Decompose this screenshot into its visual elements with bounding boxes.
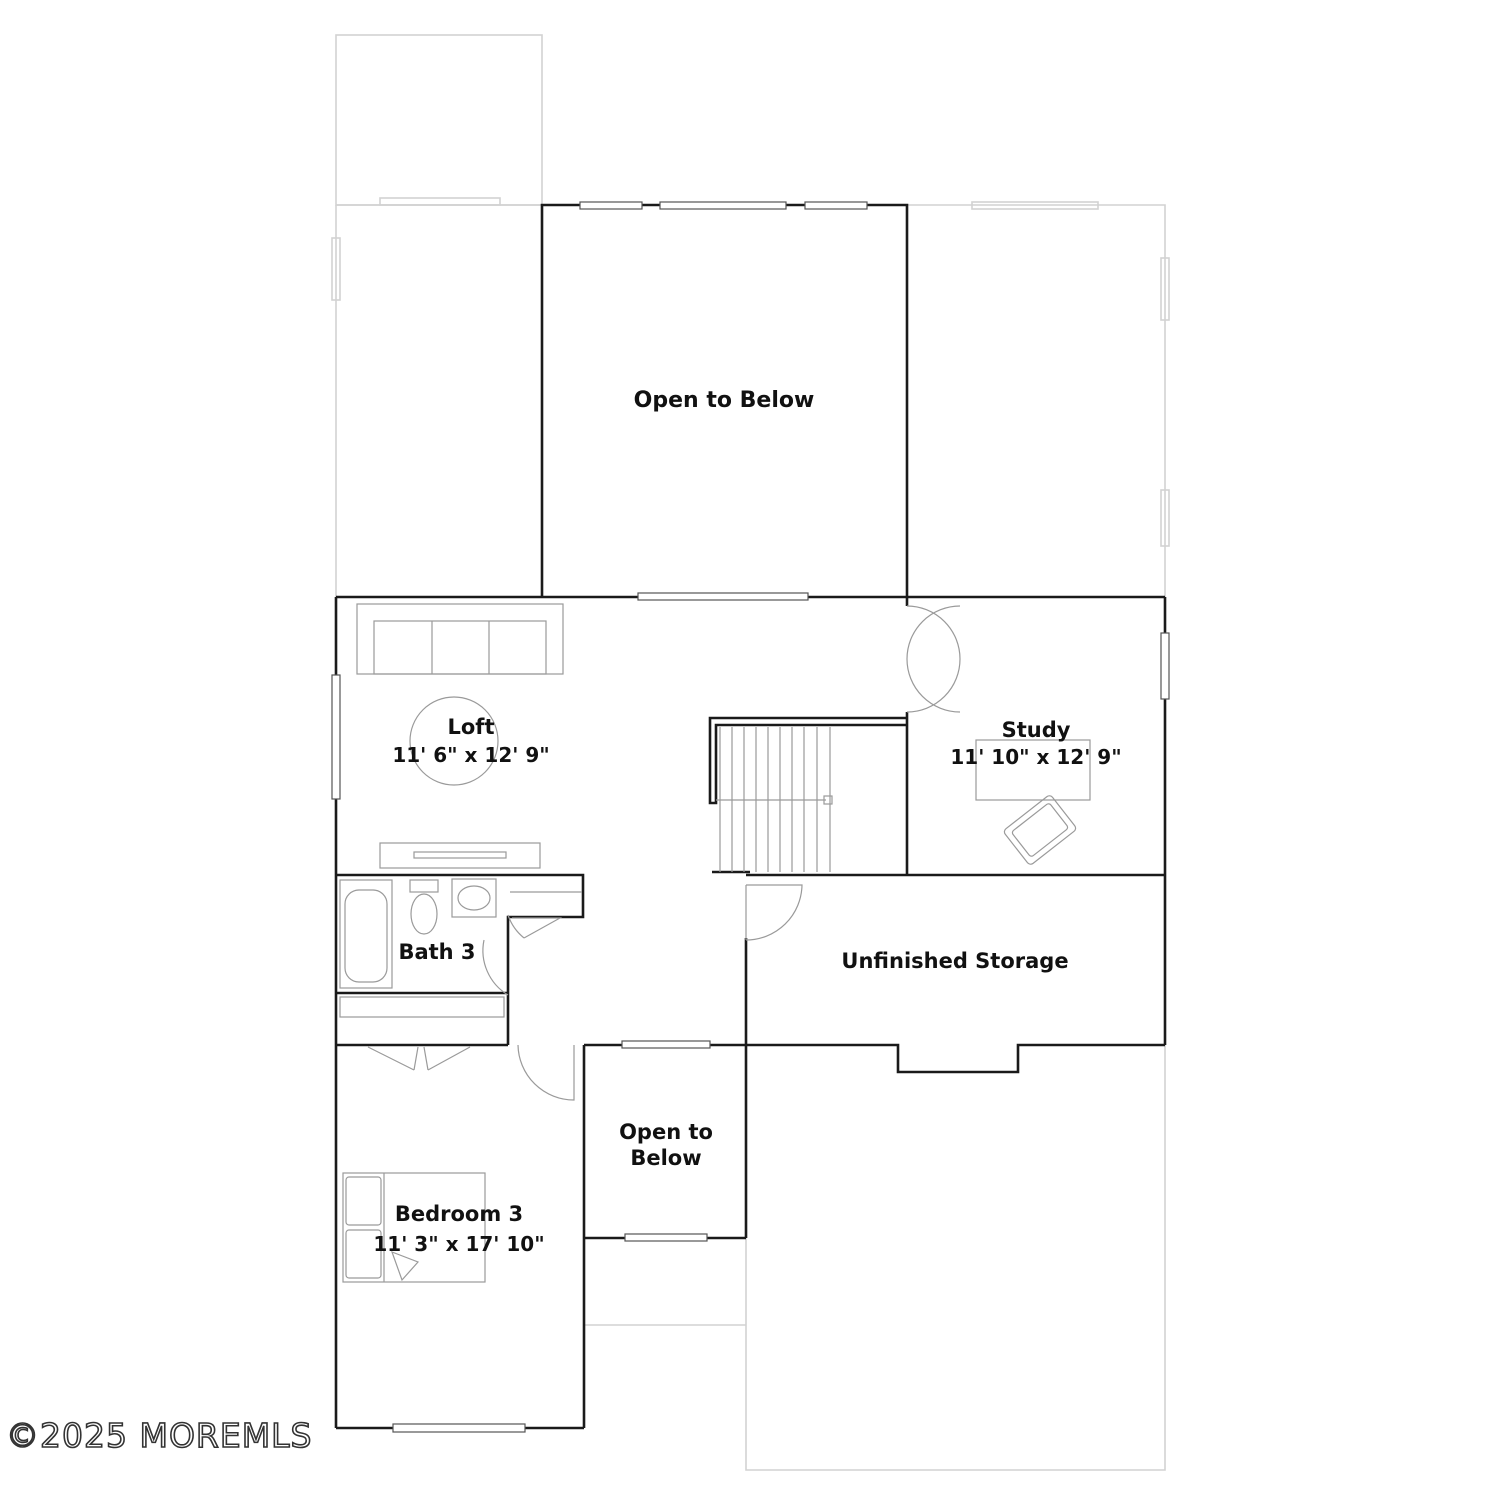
- study-desk: [975, 739, 1091, 801]
- open-to-below-top-label: Open to Below: [634, 388, 815, 413]
- window-bedroom-bottom: [392, 1423, 526, 1433]
- bath3-label: Bath 3: [398, 940, 475, 964]
- loft-tv-console: [379, 842, 541, 869]
- study-chair: [1003, 795, 1077, 865]
- window-right-study: [1160, 632, 1170, 700]
- open-to-below-small-line2: Below: [630, 1146, 701, 1170]
- exterior-walls: [331, 592, 1170, 1433]
- window-top-1: [579, 201, 643, 210]
- open-to-below-top-room: Open to Below: [540, 201, 909, 597]
- loft-room: Loft 11' 6" x 12' 9": [356, 603, 564, 869]
- storage-door: [745, 884, 803, 941]
- bath3-toilet: [409, 879, 439, 935]
- open-to-below-small-room: Open to Below: [619, 1120, 713, 1170]
- bath3-room: Bath 3: [336, 873, 585, 1047]
- railing-window: [637, 592, 809, 601]
- study-room: Study 11' 10" x 12' 9": [746, 597, 1165, 877]
- loft-coffee-table: [409, 696, 499, 786]
- loft-sofa: [356, 603, 564, 675]
- bedroom3-label: Bedroom 3: [395, 1202, 523, 1226]
- unfinished-storage-label: Unfinished Storage: [841, 949, 1068, 973]
- window-top-2: [659, 201, 787, 210]
- study-label: Study: [1002, 718, 1071, 742]
- staircase: [708, 716, 907, 874]
- bedroom3-room: Bedroom 3 11' 3" x 17' 10": [342, 1172, 545, 1283]
- study-dimensions: 11' 10" x 12' 9": [950, 745, 1121, 769]
- loft-dimensions: 11' 6" x 12' 9": [392, 743, 549, 767]
- bedroom3-doors: [367, 1044, 575, 1101]
- bath3-tub: [339, 879, 393, 989]
- window-left-loft: [331, 674, 341, 800]
- bath3-sink: [451, 878, 497, 918]
- copyright-watermark: ©2025 MOREMLS: [6, 1416, 313, 1455]
- bedroom3-bed: [342, 1172, 486, 1283]
- window-open-below-top: [621, 1040, 711, 1049]
- window-open-below-bottom: [624, 1233, 708, 1242]
- loft-label: Loft: [448, 715, 495, 739]
- window-top-3: [804, 201, 868, 210]
- bedroom3-dimensions: 11' 3" x 17' 10": [373, 1232, 544, 1256]
- open-to-below-small-line1: Open to: [619, 1120, 713, 1144]
